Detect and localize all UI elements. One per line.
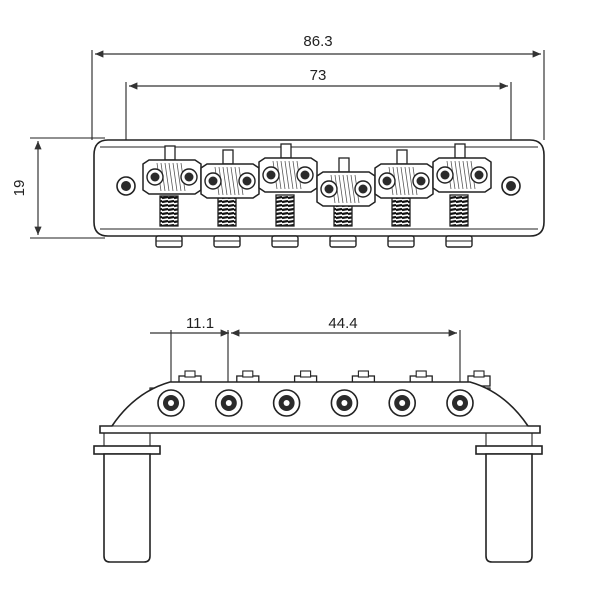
front-screws	[157, 389, 474, 417]
top-saddle	[316, 157, 376, 248]
top-saddle	[432, 143, 492, 248]
post-left	[93, 433, 161, 563]
top-saddle	[374, 149, 434, 248]
front-screw	[157, 389, 185, 417]
dim-height-label: 19	[11, 180, 28, 197]
front-screw	[272, 389, 301, 417]
intonation-spring	[275, 194, 295, 227]
top-view: 86.3 73 19	[11, 33, 545, 248]
intonation-spring	[159, 195, 179, 227]
dim-height: 19	[11, 137, 105, 239]
dim-post-spacing-label: 73	[310, 67, 327, 84]
front-screw	[330, 389, 359, 417]
top-saddle	[200, 149, 260, 248]
post-right	[475, 433, 543, 563]
top-saddles	[142, 143, 492, 248]
dim-string-spacing-label: 11.1	[186, 315, 214, 332]
dim-e-to-e-spacing: 44.4	[231, 315, 461, 392]
top-saddle	[258, 143, 318, 248]
dim-overall-width: 86.3	[91, 33, 545, 140]
front-screw	[446, 389, 474, 417]
intonation-spring	[217, 197, 237, 227]
post-screw-left	[116, 176, 136, 196]
dim-overall-width-label: 86.3	[303, 33, 332, 50]
intonation-spring	[449, 194, 469, 227]
post-screw-right	[501, 176, 521, 196]
intonation-spring	[391, 197, 411, 227]
front-screw	[215, 389, 243, 417]
front-screw	[388, 389, 417, 417]
dim-e-to-e-spacing-label: 44.4	[328, 315, 357, 332]
front-view: 11.1 44.4	[93, 315, 543, 563]
top-saddle	[142, 145, 202, 248]
